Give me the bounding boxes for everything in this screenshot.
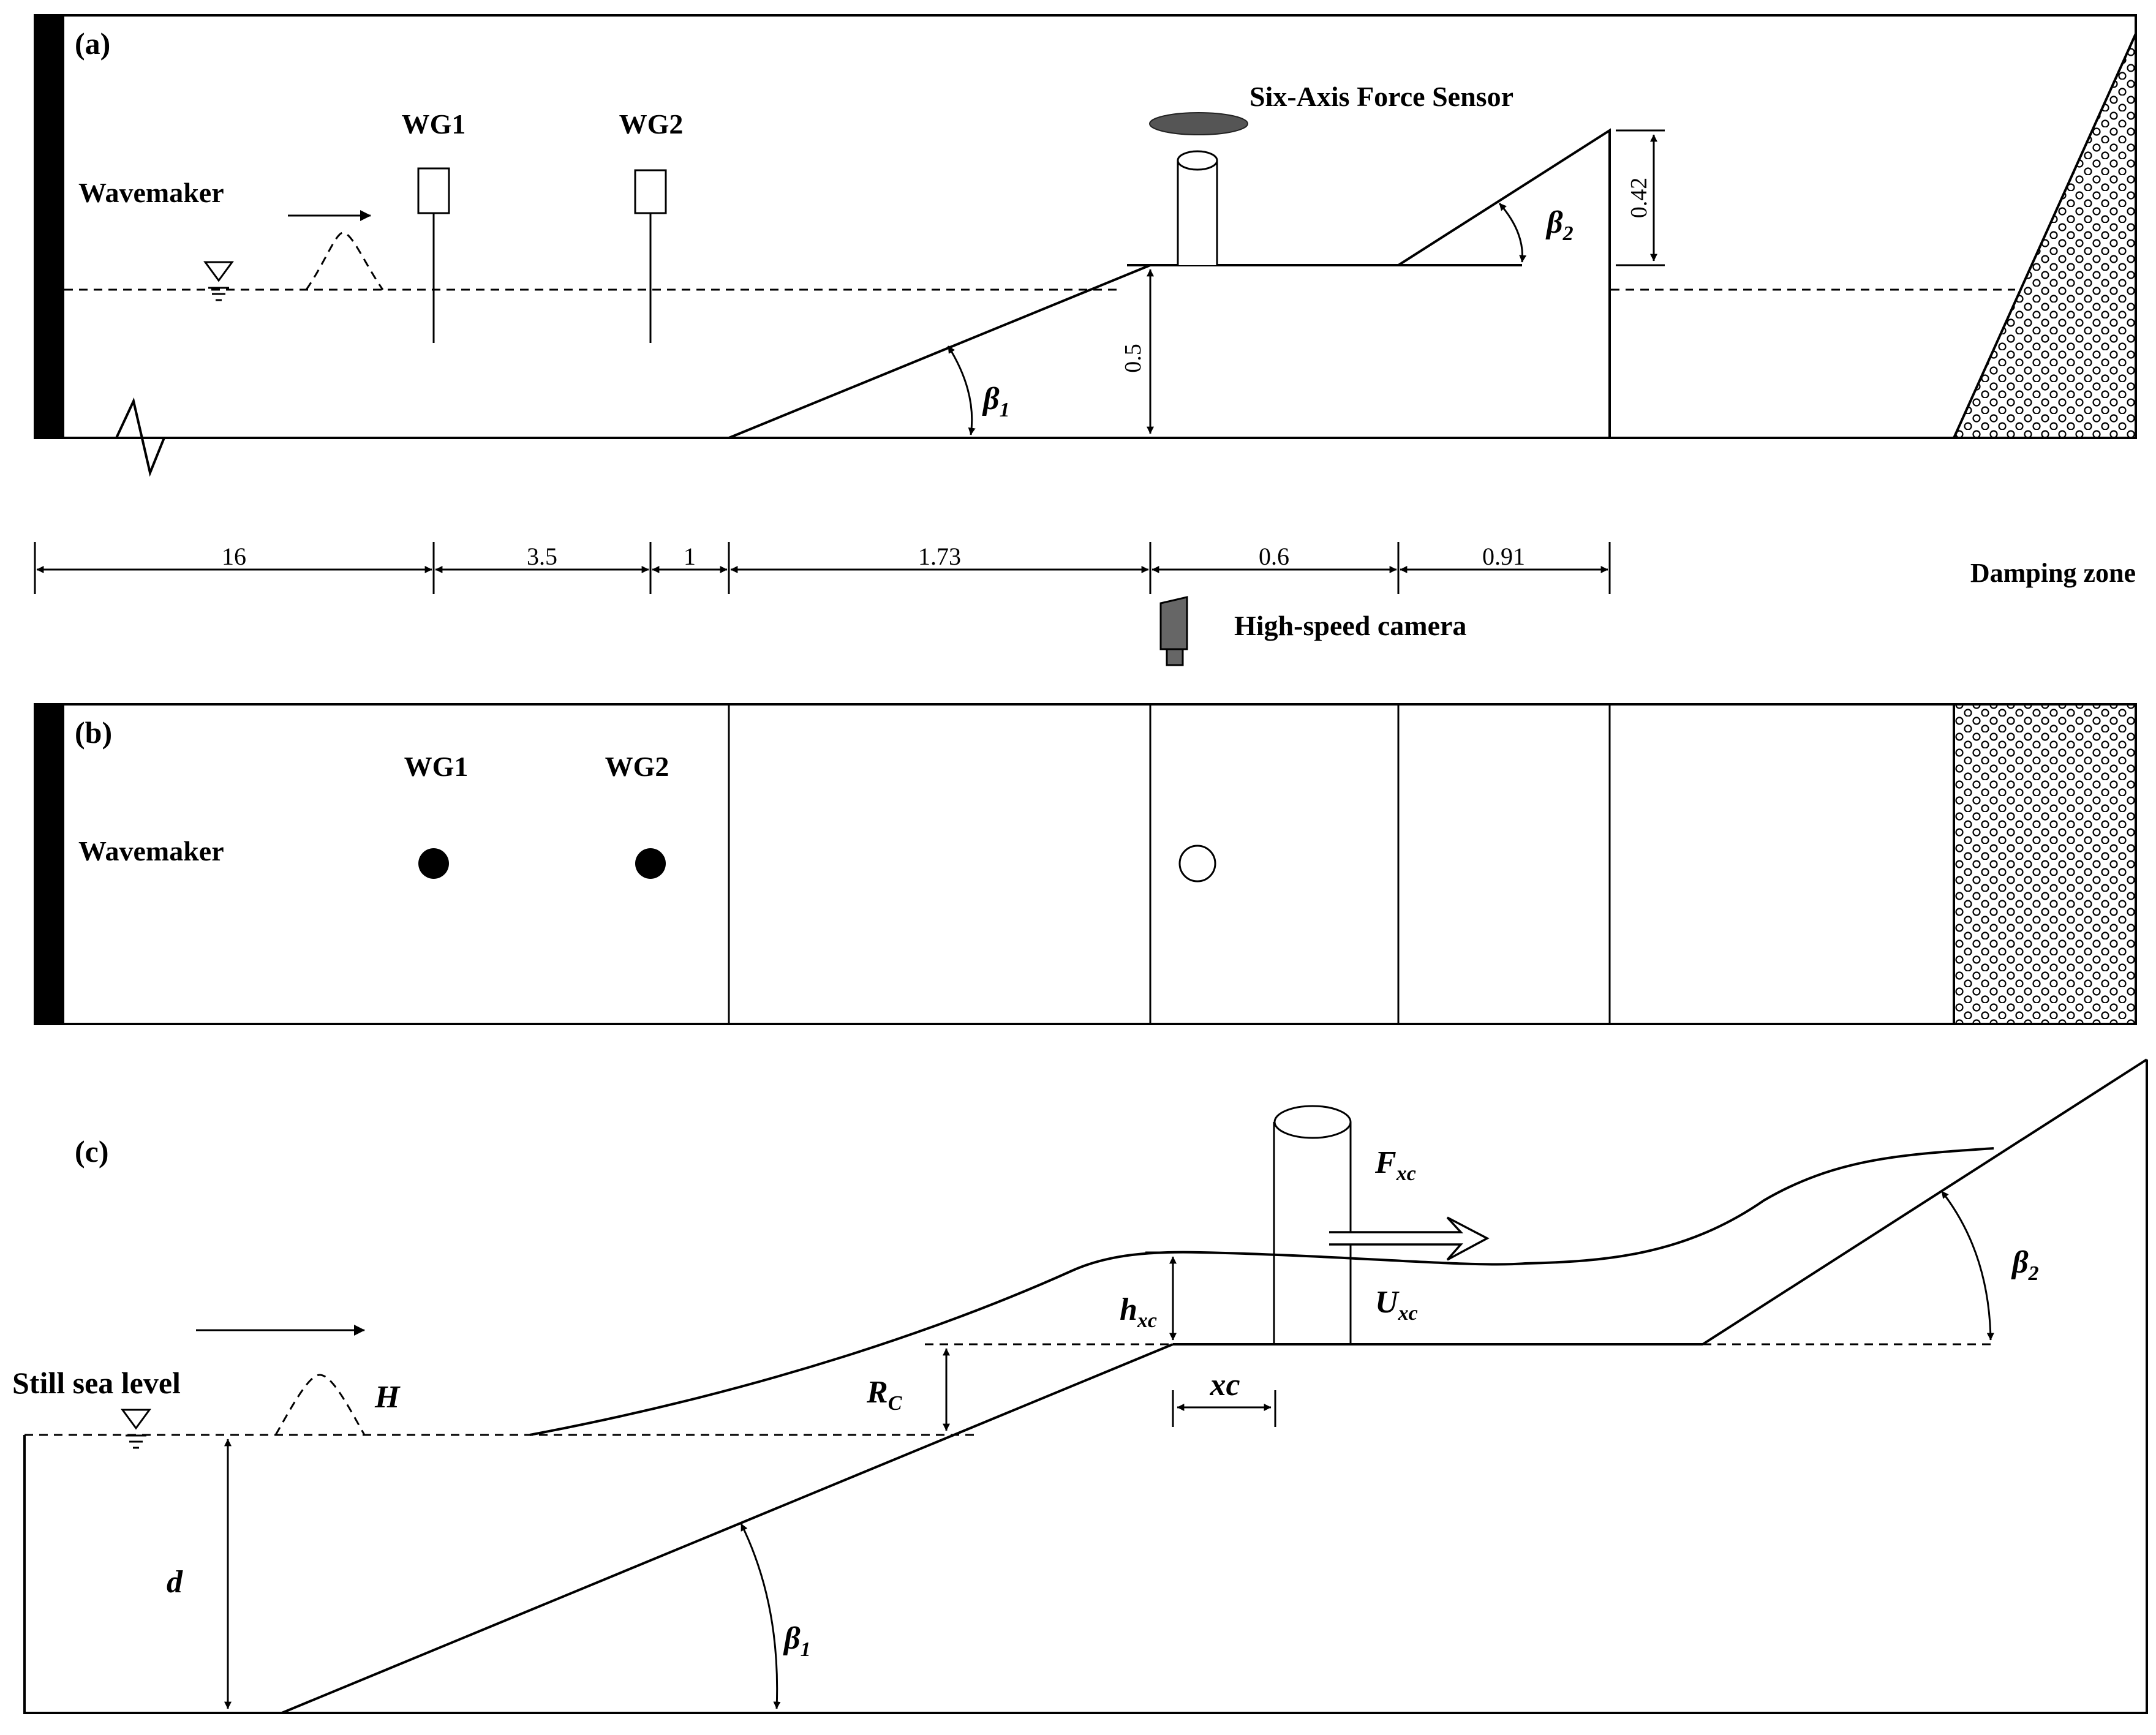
wave-gauge-2-dot (635, 848, 666, 879)
dim-label-5: 0.6 (1259, 543, 1289, 570)
overtopping-surface (529, 1147, 1994, 1436)
panel-a: (a) Wavemaker WG1 WG2 (34, 14, 2137, 477)
beta1-angle-arc (947, 345, 976, 435)
depth-label: d (167, 1565, 183, 1600)
water-level-symbol-c (121, 1409, 151, 1449)
wave-gauge-1-dot (418, 848, 449, 879)
force-sensor-label: Six-Axis Force Sensor (1250, 81, 1513, 112)
landward-wall (1397, 128, 1611, 438)
wall-height-label: 0.42 (1626, 178, 1652, 219)
uxc-sub: xc (1398, 1302, 1418, 1325)
still-sea-level-label: Still sea level (12, 1366, 181, 1400)
freeboard-sub: C (888, 1392, 902, 1415)
panel-b-label: (b) (75, 715, 112, 750)
wavemaker-plate (35, 15, 64, 438)
beta1-sub: 1 (1000, 399, 1010, 421)
hxc-label: hxc (1120, 1292, 1157, 1332)
wave-height-label: H (374, 1380, 401, 1415)
wave-gauge-2 (634, 169, 667, 343)
xc-label: xc (1209, 1368, 1240, 1402)
dim-label-1: 16 (222, 543, 246, 570)
wave-gauge-2-label: WG2 (619, 108, 684, 140)
bank-height-label: 0.5 (1120, 344, 1146, 373)
wavemaker-label-top: Wavemaker (78, 835, 224, 867)
beta1-label: β1 (982, 382, 1010, 421)
beta2-sub: 2 (1562, 222, 1574, 245)
water-level-symbol (203, 261, 234, 301)
beta1-label-c: β1 (783, 1621, 811, 1661)
panel-c-label: (c) (75, 1134, 109, 1169)
wavemaker-label: Wavemaker (78, 177, 224, 208)
damping-zone-label: Damping zone (1970, 558, 2136, 588)
damping-zone-slope (1951, 33, 2137, 439)
uxc-label: Uxc (1375, 1285, 1418, 1325)
panel-a-frame (34, 14, 2137, 439)
wave-gauge-1-label: WG1 (402, 108, 466, 140)
solitary-wave (305, 231, 384, 290)
dim-label-3: 1 (684, 543, 696, 570)
incident-wave (274, 1374, 366, 1436)
fxc-label: Fxc (1374, 1145, 1416, 1185)
camera-label: High-speed camera (1234, 610, 1466, 641)
dim-label-2: 3.5 (527, 543, 557, 570)
wave-gauge-1-label-top: WG1 (404, 751, 469, 782)
freeboard-label: RC (866, 1375, 902, 1415)
beta2-label-c: β2 (2011, 1245, 2039, 1285)
wave-gauge-1 (417, 167, 450, 343)
cylinder-plan (1178, 845, 1216, 883)
panel-b-frame (34, 703, 2137, 1025)
cylinder-c (1273, 1105, 1352, 1344)
panel-b: (b) Wavemaker WG1 WG2 (34, 703, 2137, 1025)
beta1-arc-c (740, 1523, 781, 1709)
landward-slope-c (1702, 1058, 2148, 1345)
force-sensor (1149, 112, 1248, 135)
dim-label-4: 1.73 (918, 543, 961, 570)
wavemaker-plate-top (35, 704, 64, 1024)
panel-c: (c) Still sea level H d β1 RC (12, 1058, 2148, 1714)
panel-a-label: (a) (75, 26, 110, 61)
force-arrow (1329, 1216, 1490, 1261)
beta2-label: β2 (1545, 205, 1574, 245)
beta2-sub-c: 2 (2028, 1262, 2039, 1285)
seaward-slope-c (281, 1343, 1174, 1714)
structure-outline (23, 1059, 2148, 1714)
hxc-sub: xc (1137, 1309, 1157, 1332)
dim-label-6: 0.91 (1482, 543, 1525, 570)
camera-icon (1159, 596, 1188, 666)
beta2-angle-arc (1498, 203, 1527, 263)
damping-zone-plan (1953, 703, 2137, 1025)
beta2-arc-c (1940, 1191, 1994, 1341)
beta1-sub-c: 1 (801, 1638, 811, 1661)
fxc-sub: xc (1396, 1162, 1416, 1185)
dimension-chain: 16 3.5 1 1.73 0.6 0.91 Damping zone High… (34, 542, 2136, 666)
wave-gauge-2-label-top: WG2 (605, 751, 669, 782)
cylinder (1177, 150, 1218, 265)
seaward-slope (728, 264, 1151, 439)
